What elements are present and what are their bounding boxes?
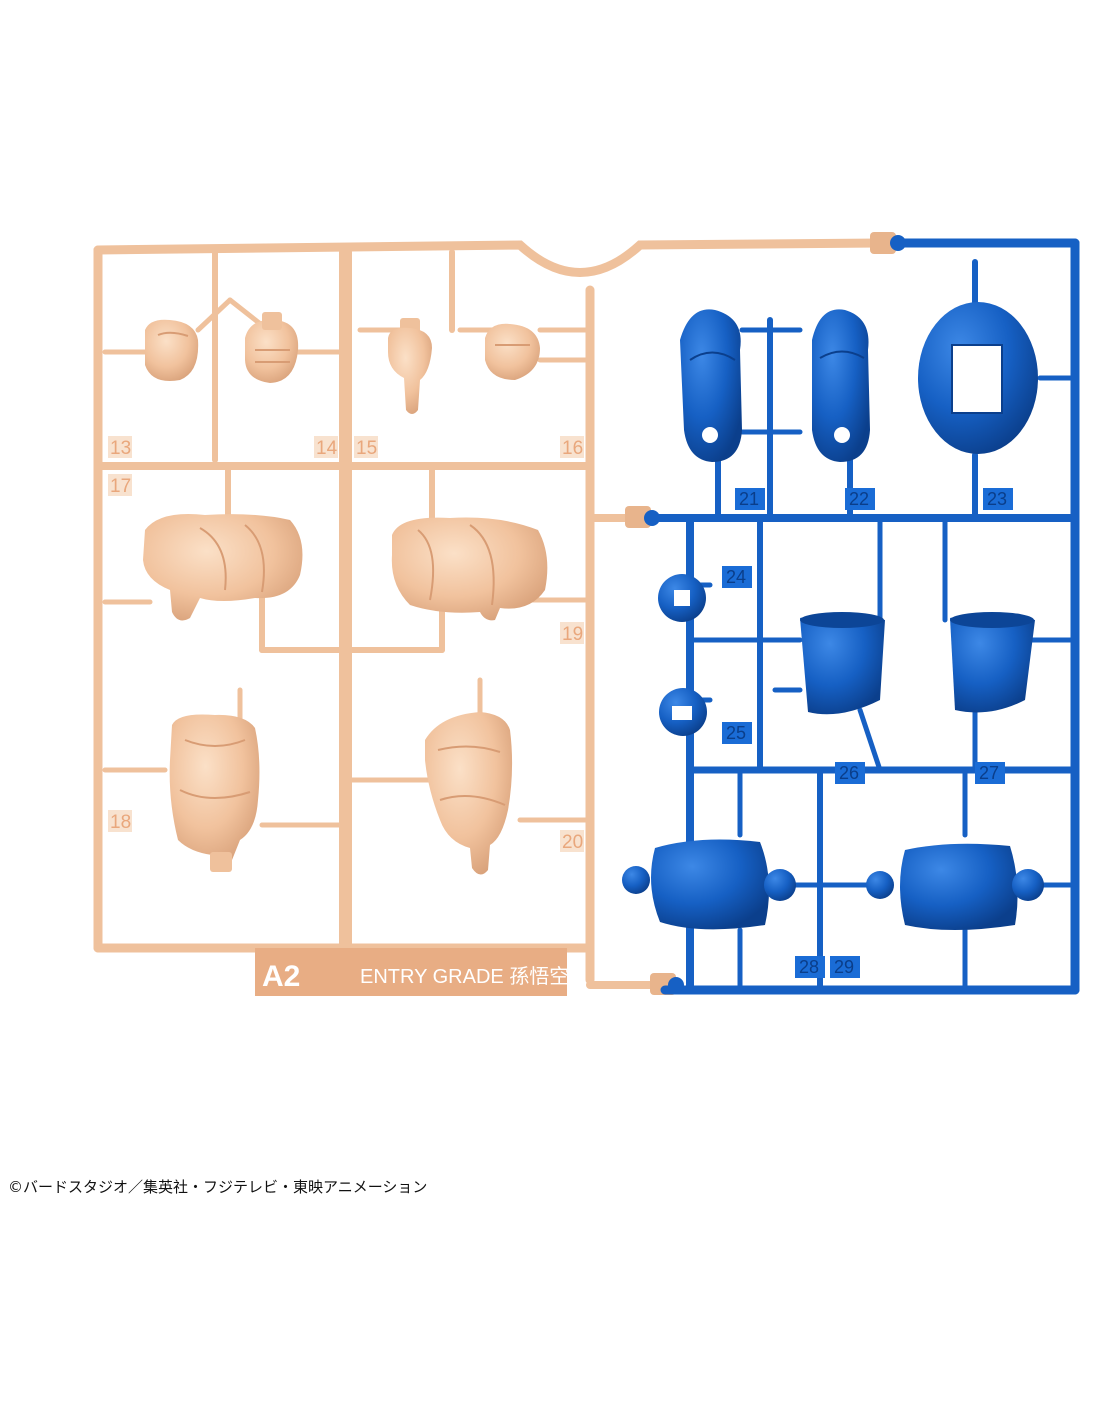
arm-part-20 <box>425 712 513 875</box>
part-number-26: 26 <box>839 763 859 783</box>
leg-part-28 <box>622 839 796 930</box>
boot-part-22 <box>812 309 870 462</box>
runner-tag-label: ENTRY GRADE 孫悟空 <box>360 965 569 988</box>
part-number-16: 16 <box>562 438 583 459</box>
part-number-22: 22 <box>849 489 869 509</box>
arm-part-19 <box>391 517 548 621</box>
part-number-17: 17 <box>110 476 131 497</box>
arm-part-17 <box>143 514 303 621</box>
arm-part-18 <box>169 714 260 872</box>
part-number-23: 23 <box>987 489 1007 509</box>
blue-parts <box>622 302 1044 930</box>
part-number-24: 24 <box>726 567 746 587</box>
hand-part-16 <box>485 323 540 380</box>
hand-part-14 <box>245 312 299 383</box>
part-number-19: 19 <box>562 624 583 645</box>
boot-part-21 <box>680 309 742 462</box>
skin-number-labels: 13 14 15 16 17 18 19 20 <box>108 436 584 853</box>
ring-part-23 <box>918 302 1038 454</box>
hand-part-15 <box>388 318 432 414</box>
runner-knob <box>890 235 906 251</box>
part-number-13: 13 <box>110 438 131 459</box>
part-number-20: 20 <box>562 832 583 853</box>
cuff-part-27 <box>950 612 1035 713</box>
part-number-14: 14 <box>316 438 338 459</box>
copyright-notice: ©バードスタジオ／集英社・フジテレビ・東映アニメーション <box>8 1178 428 1196</box>
skin-parts <box>143 312 548 875</box>
runner-blue <box>648 238 1080 995</box>
runner-connector-top <box>870 232 896 254</box>
part-number-27: 27 <box>979 763 999 783</box>
runner-connector-mid <box>625 506 651 528</box>
cuff-part-26 <box>800 612 885 715</box>
runner-a2 <box>93 238 885 989</box>
hand-part-13 <box>145 319 199 381</box>
part-number-21: 21 <box>739 489 759 509</box>
runner-tag-code: A2 <box>262 960 300 993</box>
part-number-25: 25 <box>726 723 746 743</box>
disc-part-24 <box>658 574 706 622</box>
part-number-15: 15 <box>356 438 377 459</box>
runner-knob <box>644 510 660 526</box>
disc-part-25 <box>659 688 707 736</box>
blue-number-labels: 21 22 23 24 25 26 27 28 29 <box>722 488 1013 978</box>
part-number-29: 29 <box>834 957 854 977</box>
part-number-18: 18 <box>110 812 131 833</box>
leg-part-29 <box>866 843 1044 930</box>
part-number-28: 28 <box>799 957 819 977</box>
runner-knob <box>668 977 684 993</box>
runner-tag: A2 ENTRY GRADE 孫悟空 <box>255 948 569 996</box>
